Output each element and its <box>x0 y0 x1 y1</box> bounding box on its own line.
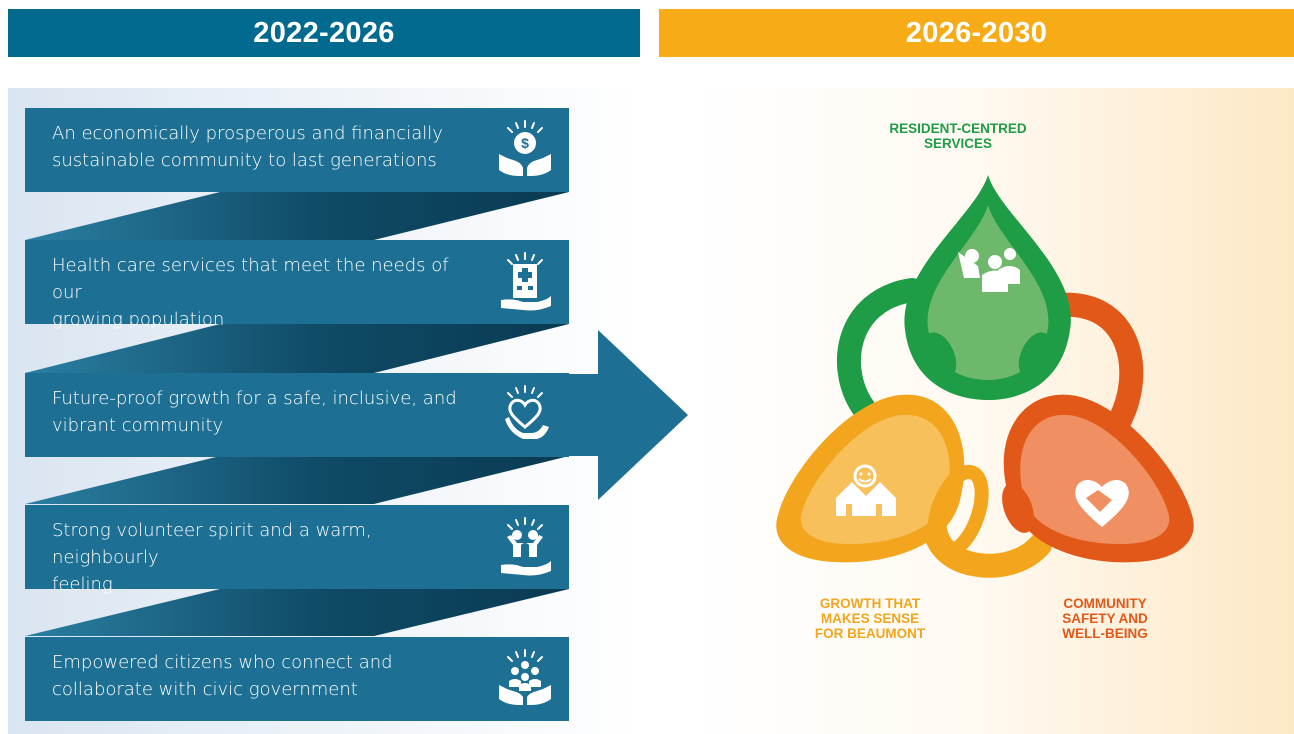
goal-text-line: vibrant community <box>52 415 224 436</box>
heart-hand-icon <box>505 385 549 439</box>
goal-band-2: Health care services that meet the needs… <box>25 240 569 330</box>
handshake-heart-icon <box>1075 480 1129 527</box>
ribbon-connector-3 <box>25 456 569 504</box>
goal-text-line: An economically prosperous and financial… <box>52 123 443 144</box>
ribbon-connector-4 <box>25 589 569 636</box>
goal-band-5: Empowered citizens who connect and colla… <box>25 637 569 721</box>
ribbon-connector-1 <box>25 192 569 240</box>
goal-text-line: growing population <box>52 309 225 330</box>
green-loop <box>836 278 924 422</box>
goal-text: Empowered citizens who connect and colla… <box>52 649 482 703</box>
smiling-houses-icon <box>836 464 896 516</box>
pillar-label-line: WELL-BEING <box>1062 626 1148 641</box>
pillar-label-line: MAKES SENSE <box>820 611 920 626</box>
goal-band-3: Future-proof growth for a safe, inclusiv… <box>25 373 569 457</box>
goal-text-line: sustainable community to last generation… <box>52 150 437 171</box>
people-group-hands-icon <box>499 649 551 705</box>
goal-band-1: An economically prosperous and financial… <box>25 108 569 192</box>
goal-text: Strong volunteer spirit and a warm, neig… <box>52 517 482 598</box>
goal-text: Future-proof growth for a safe, inclusiv… <box>52 385 482 439</box>
goal-text: Health care services that meet the needs… <box>52 252 482 333</box>
goal-text-line: Health care services that meet the needs… <box>52 255 449 303</box>
community-safety-drop <box>1002 394 1194 563</box>
volunteer-people-icon <box>501 517 551 576</box>
goal-text-line: collaborate with civic government <box>52 679 358 700</box>
period-header-2022-2026: 2022-2026 <box>8 9 640 57</box>
money-hands-icon: $ <box>499 120 551 176</box>
pillar-label-line: RESIDENT-CENTRED <box>889 121 1027 136</box>
goal-text: An economically prosperous and financial… <box>52 120 482 174</box>
pillar-label-resident-centred: RESIDENT-CENTRED SERVICES <box>878 121 1038 151</box>
period-header-2026-2030: 2026-2030 <box>659 9 1294 57</box>
hospital-hand-icon <box>501 252 551 311</box>
goal-text-line: Empowered citizens who connect and <box>52 652 393 673</box>
people-group-icon <box>958 248 1020 292</box>
goal-text-line: Strong volunteer spirit and a warm, neig… <box>52 520 372 568</box>
goal-text-line: feeling <box>52 574 113 595</box>
pillar-label-growth: GROWTH THAT MAKES SENSE FOR BEAUMONT <box>790 596 950 641</box>
pillar-label-line: SERVICES <box>923 136 993 151</box>
svg-text:$: $ <box>521 135 529 151</box>
red-loop <box>1048 292 1144 432</box>
pillar-label-line: SAFETY AND <box>1062 611 1148 626</box>
pillar-label-line: GROWTH THAT <box>819 596 921 611</box>
goal-text-line: Future-proof growth for a safe, inclusiv… <box>52 388 457 409</box>
goal-band-4: Strong volunteer spirit and a warm, neig… <box>25 505 569 595</box>
pillar-label-community-safety: COMMUNITY SAFETY AND WELL-BEING <box>1025 596 1185 641</box>
growth-drop <box>776 394 989 563</box>
ribbon-connector-2 <box>25 324 569 373</box>
pillar-label-line: FOR BEAUMONT <box>814 626 926 641</box>
pillar-label-line: COMMUNITY <box>1063 596 1147 611</box>
